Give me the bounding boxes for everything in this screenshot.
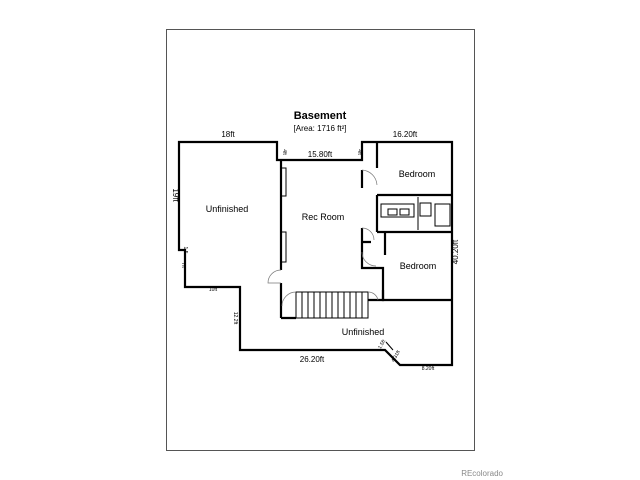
door-swing bbox=[281, 291, 297, 307]
room-label-bedroom: Bedroom bbox=[400, 261, 437, 271]
vanity bbox=[380, 203, 415, 218]
door-swing bbox=[267, 269, 282, 284]
dimension-label: 4ft bbox=[281, 149, 287, 155]
dimension-label: 26.20ft bbox=[300, 355, 325, 364]
floor-plan-sheet bbox=[166, 29, 475, 451]
room-label-bedroom: Bedroom bbox=[399, 169, 436, 179]
plan-area: [Area: 1716 ft²] bbox=[294, 124, 347, 133]
room-label-rec-room: Rec Room bbox=[302, 212, 345, 222]
door-swing bbox=[361, 227, 375, 241]
sink bbox=[387, 208, 398, 216]
exterior-wall bbox=[177, 140, 454, 367]
room-label-unfinished: Unfinished bbox=[206, 204, 249, 214]
window bbox=[280, 167, 287, 197]
dimension-label: 16.20ft bbox=[393, 130, 418, 139]
door-swing bbox=[361, 169, 378, 186]
room-label-unfinished: Unfinished bbox=[342, 327, 385, 337]
dimension-label: 19ft bbox=[171, 188, 180, 202]
dimension-label: 1.5 bbox=[182, 247, 188, 254]
toilet bbox=[419, 202, 432, 217]
dimension-label: 8.20ft bbox=[422, 366, 435, 372]
dimension-label: 15.80ft bbox=[308, 150, 333, 159]
dimension-tick bbox=[385, 341, 394, 351]
dimension-label: 10ft bbox=[209, 287, 218, 293]
sink bbox=[399, 208, 410, 216]
dimension-label: 40.20ft bbox=[451, 239, 460, 264]
door-swing bbox=[361, 251, 377, 267]
window bbox=[280, 231, 287, 263]
dimension-label: 4.31ft bbox=[390, 349, 402, 363]
shower bbox=[434, 203, 451, 227]
bedroom-walls bbox=[360, 142, 452, 302]
door-swing bbox=[367, 291, 379, 301]
dimension-label: 18ft bbox=[221, 130, 235, 139]
dimension-label: 7ft bbox=[180, 262, 186, 268]
dimension-label: 1.5ft bbox=[377, 338, 387, 350]
staircase bbox=[295, 291, 369, 319]
watermark: REcolorado bbox=[461, 469, 503, 478]
dimension-label: 12.2ft bbox=[232, 312, 238, 325]
plan-title: Basement bbox=[294, 110, 347, 122]
dimension-label: 4ft bbox=[356, 149, 362, 155]
